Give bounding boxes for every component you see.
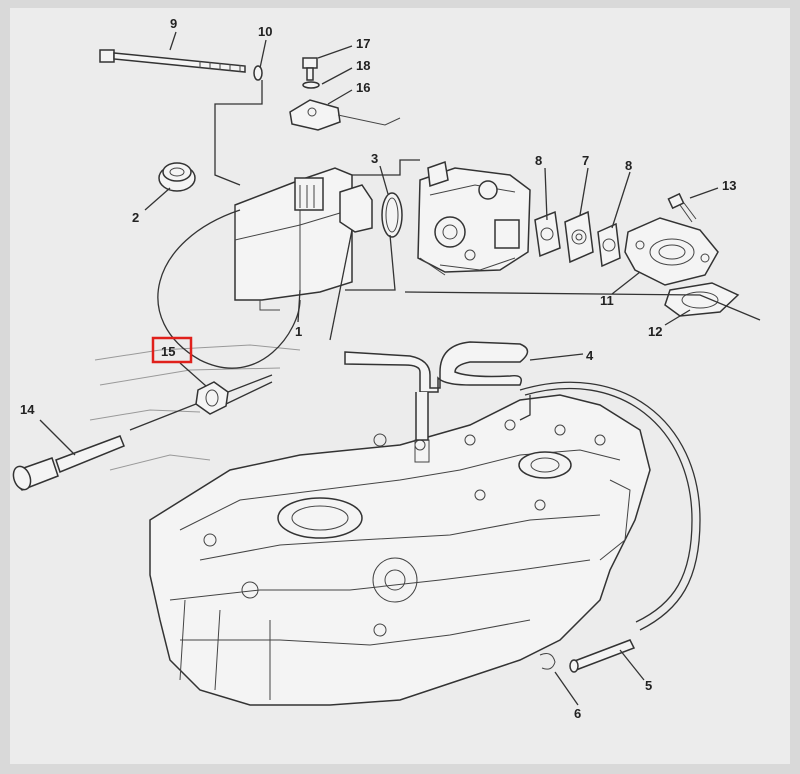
callout-5: 5 [645, 678, 652, 693]
o-ring [381, 192, 403, 238]
manifold-gasket [664, 282, 740, 317]
callout-9: 9 [170, 16, 177, 31]
bracket-16 [289, 99, 401, 131]
callout-8b: 8 [625, 158, 632, 173]
bolt-13 [667, 192, 697, 223]
insulator-7 [564, 210, 594, 264]
air-silencer [234, 167, 373, 311]
gasket-8b [597, 222, 621, 268]
callout-16: 16 [356, 80, 370, 95]
callout-10: 10 [258, 24, 272, 39]
callout-6: 6 [574, 706, 581, 721]
highlight-box [151, 336, 193, 364]
cable-clip [539, 653, 556, 670]
hex-nut [129, 374, 273, 431]
callout-14: 14 [20, 402, 35, 417]
callout-labels: 9 10 17 18 16 3 8 7 8 13 2 11 1 12 4 14 … [20, 16, 736, 721]
long-bolt [99, 49, 246, 73]
callout-13: 13 [722, 178, 736, 193]
leader-lines [39, 31, 761, 706]
carburetor [417, 160, 531, 276]
callout-15-highlight[interactable]: 15 [151, 336, 193, 364]
gasket-8a [534, 210, 561, 258]
callout-15: 15 [161, 344, 175, 359]
callout-7: 7 [582, 153, 589, 168]
callout-11: 11 [600, 293, 614, 308]
callout-4: 4 [586, 348, 594, 363]
callout-3: 3 [371, 151, 378, 166]
washer-18 [302, 81, 320, 89]
washer-10 [253, 65, 263, 81]
choke-knob [12, 435, 125, 491]
callout-18: 18 [356, 58, 370, 73]
breather-hose [344, 341, 529, 441]
callout-17: 17 [356, 36, 370, 51]
engine-block [89, 344, 651, 706]
callout-12: 12 [648, 324, 662, 339]
grommet [158, 162, 196, 192]
throttle-cable [157, 209, 701, 673]
callout-1: 1 [295, 324, 302, 339]
intake-manifold [624, 217, 719, 286]
screw-17 [302, 57, 318, 81]
callout-2: 2 [132, 210, 139, 225]
callout-8a: 8 [535, 153, 542, 168]
